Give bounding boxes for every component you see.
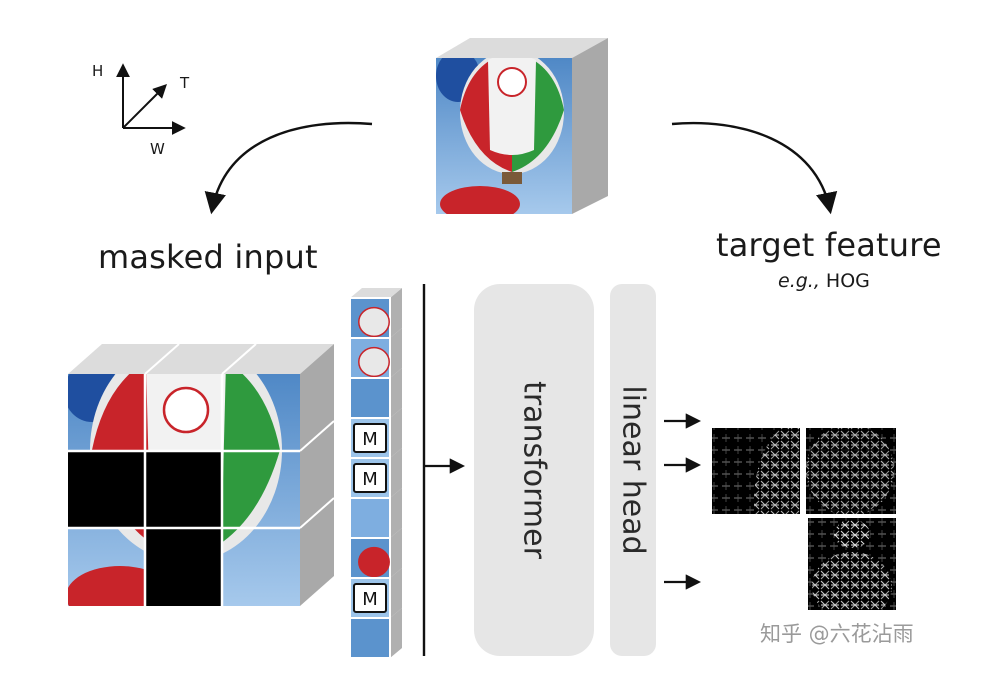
- mask-token-label: M: [362, 589, 378, 610]
- image-patch-token: [349, 328, 402, 379]
- image-patch-token: [349, 288, 402, 339]
- linear-head-label: linear head: [615, 385, 651, 555]
- image-patch-token: [349, 488, 402, 539]
- target-feature-label: target feature: [716, 226, 942, 264]
- curve-arrow-left: [204, 121, 373, 215]
- axis-label-w: W: [150, 140, 165, 158]
- example-prefix: e.g.,: [778, 270, 820, 292]
- image-patch-token: [349, 528, 402, 579]
- masked-input-label: masked input: [98, 238, 318, 276]
- example-value: HOG: [825, 270, 870, 292]
- token-sequence: MMM: [349, 288, 402, 659]
- hog-feature-patch: [806, 428, 896, 514]
- mask-token-label: M: [362, 429, 378, 450]
- transformer-block: [474, 284, 594, 656]
- hog-feature-patch: [712, 428, 800, 514]
- linear-head-block: [610, 284, 656, 656]
- masked-patch: [145, 451, 222, 528]
- hog-feature-patch: [808, 518, 896, 610]
- video-clip-cube: [436, 38, 608, 214]
- mask-token-label: M: [362, 469, 378, 490]
- masked-patch: [145, 528, 222, 606]
- mask-token: M: [349, 568, 402, 619]
- balloon-image: [436, 58, 564, 214]
- masked-input-cube: [68, 343, 335, 606]
- axis-label-t: T: [180, 74, 190, 92]
- axis-label-h: H: [92, 62, 104, 80]
- image-patch-token: [349, 368, 402, 419]
- masked-patch: [68, 451, 145, 528]
- transformer-label: transformer: [516, 381, 552, 559]
- axes-indicator: [116, 63, 186, 135]
- t-axis-arrow: [122, 84, 167, 129]
- mask-token: M: [349, 448, 402, 499]
- image-patch-token: [349, 608, 402, 659]
- curve-arrow-right: [671, 121, 838, 215]
- watermark-text: 知乎 @六花沾雨: [760, 622, 914, 646]
- target-feature-example: e.g., HOG: [778, 270, 870, 292]
